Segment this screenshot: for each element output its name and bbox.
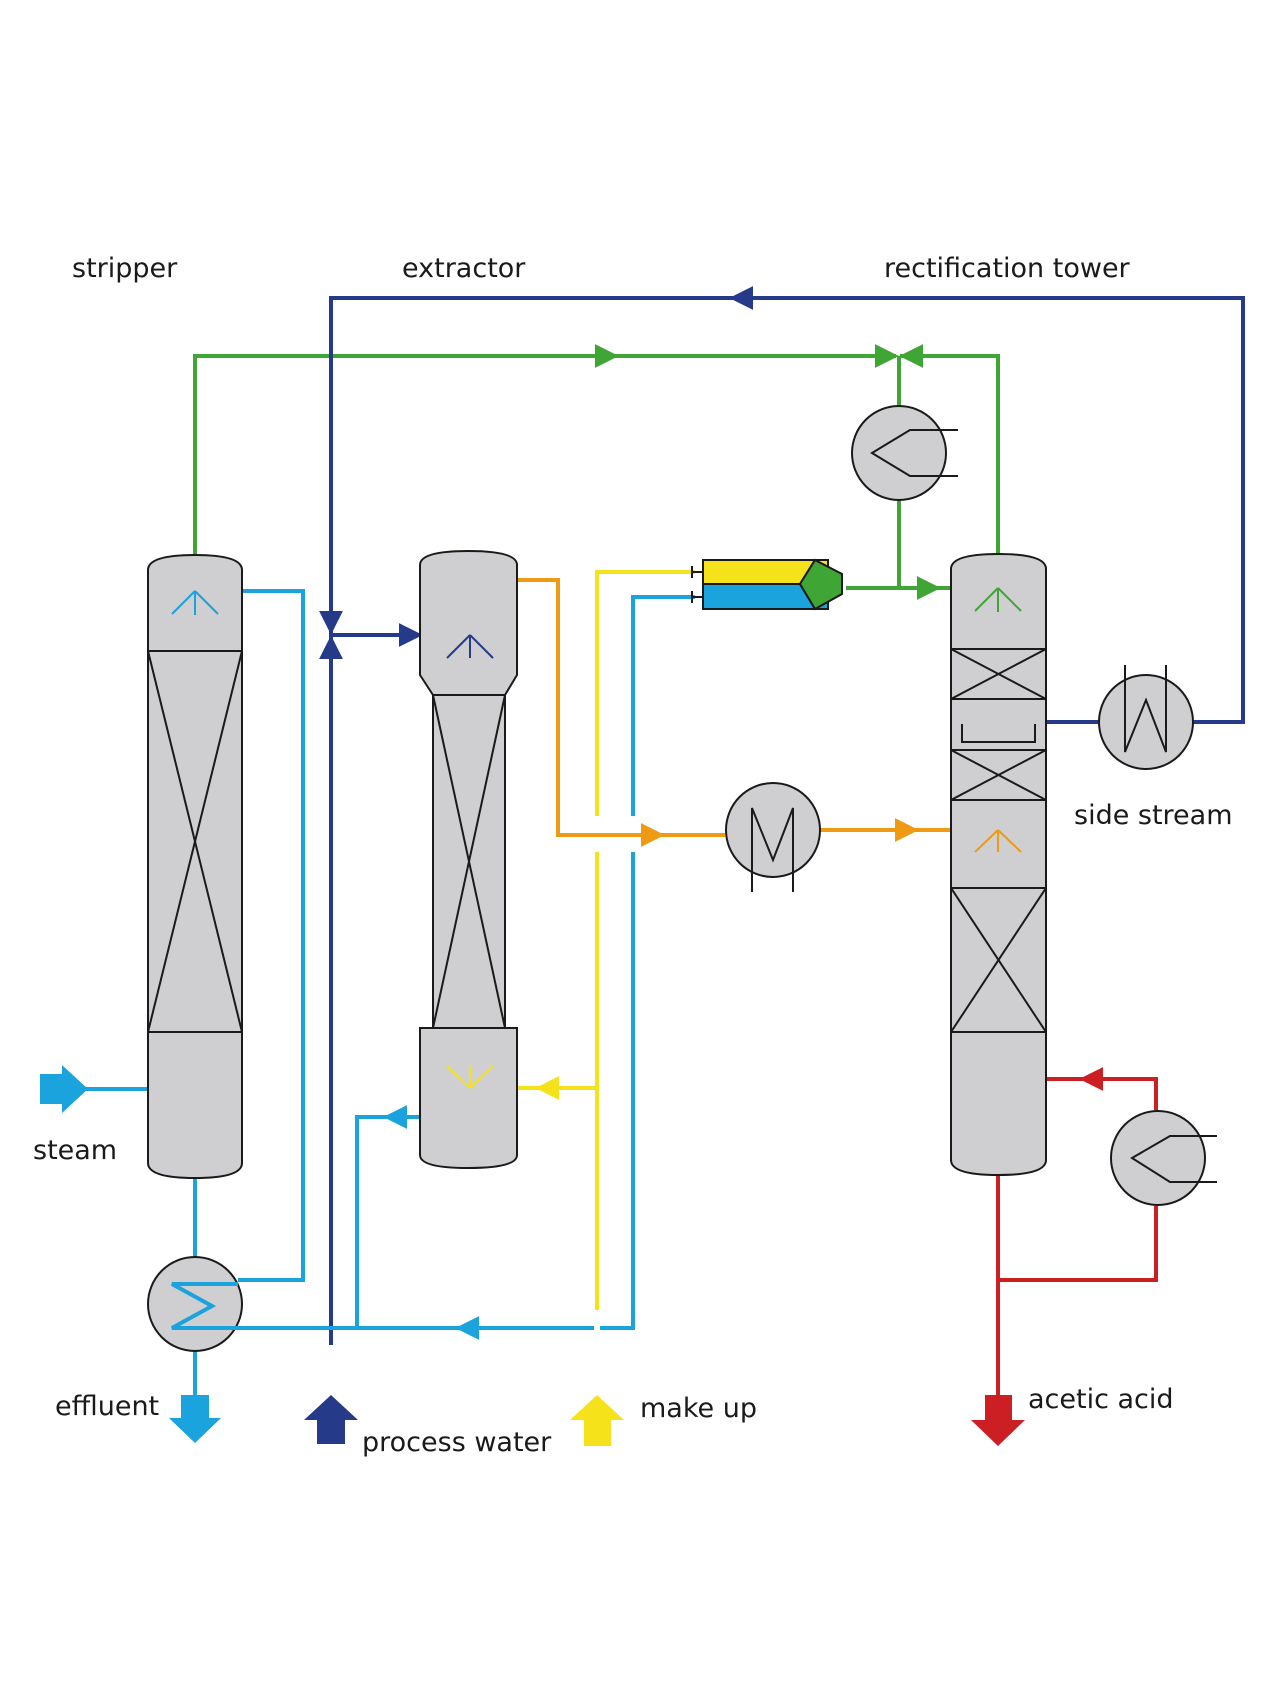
side-stream-label: side stream — [1074, 800, 1233, 831]
rectification-tower-label: rectification tower — [884, 253, 1131, 284]
extractor-bottom-distributor-icon — [446, 1065, 494, 1089]
reboiler[interactable] — [1110, 1110, 1217, 1206]
make-up-line — [595, 570, 695, 1345]
steam-label: steam — [33, 1135, 117, 1166]
stripper-column[interactable] — [147, 553, 243, 1180]
extractor-raffinate-line — [355, 1115, 420, 1328]
stripper-label: stripper — [72, 253, 178, 284]
stripper-heat-exchanger[interactable] — [147, 1256, 243, 1352]
side-stream-cooler[interactable] — [1098, 665, 1194, 770]
overhead-condenser[interactable] — [851, 405, 958, 501]
decanter[interactable] — [691, 558, 843, 611]
extractor-label: extractor — [402, 253, 526, 284]
stripper-distributor-icon — [171, 590, 219, 615]
process-water-label: process water — [362, 1427, 552, 1458]
effluent-label: effluent — [55, 1391, 159, 1422]
acetic-acid-label: acetic acid — [1028, 1384, 1174, 1415]
return-water-line — [238, 595, 695, 1330]
make-up-label: make up — [640, 1393, 757, 1424]
tower-feed-distributor-icon — [974, 829, 1022, 853]
tower-top-distributor-icon — [974, 587, 1022, 612]
acetic-acid-outlet-arrow — [971, 1395, 1025, 1446]
make-up-inlet-arrow — [570, 1395, 624, 1446]
effluent-outlet-arrow — [169, 1395, 221, 1443]
steam-inlet-arrow — [40, 1065, 88, 1113]
extractor-column[interactable] — [419, 549, 518, 1170]
feed-heater[interactable] — [725, 782, 821, 892]
crossing-gaps — [594, 816, 636, 1346]
extractor-top-distributor-icon — [446, 634, 494, 659]
pipes — [80, 286, 1245, 1400]
reboiler-return-line — [1046, 1077, 1158, 1110]
rectification-tower-column[interactable] — [950, 552, 1047, 1177]
process-water-inlet-arrow — [304, 1395, 358, 1444]
reboiler-feed-line — [998, 1206, 1158, 1282]
stripper-reflux-line — [195, 589, 305, 1282]
extract-line — [517, 578, 725, 837]
green-overhead-line — [193, 354, 896, 560]
